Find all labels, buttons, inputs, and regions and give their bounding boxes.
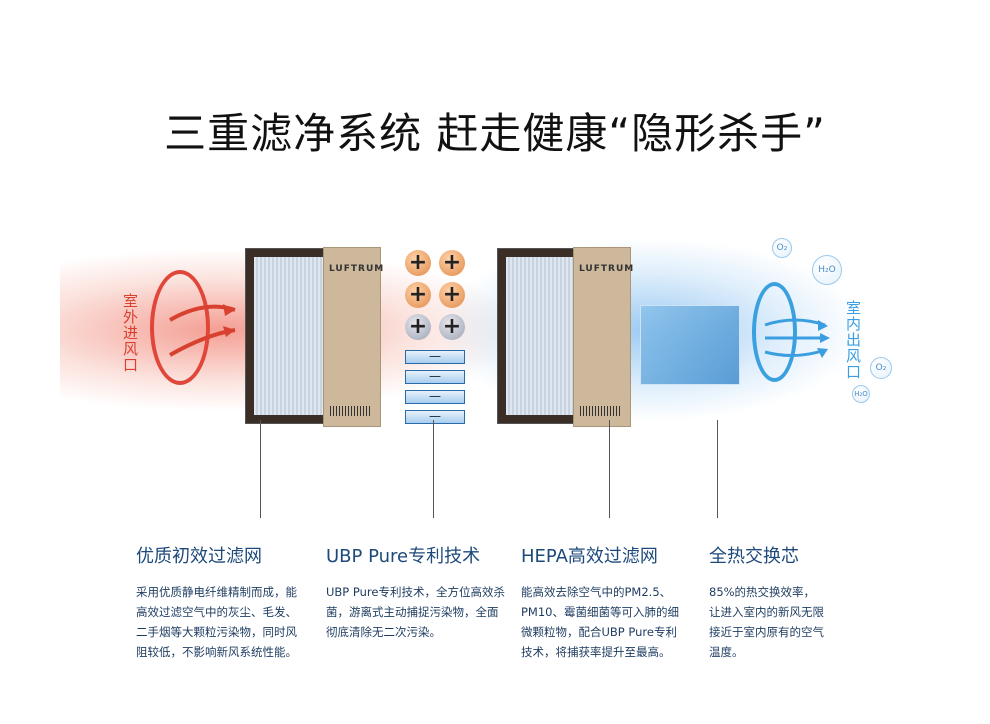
minus-plate-icon: — xyxy=(405,350,465,364)
feature-ubp-pure: UBP Pure专利技术 UBP Pure专利技术，全方位高效杀菌，游离式主动捕… xyxy=(326,542,506,642)
hepa-filter: LUFTRUM xyxy=(497,247,635,427)
water-bubble-icon: H₂O xyxy=(812,255,842,285)
outlet-ring-icon xyxy=(752,282,797,382)
minus-plate-icon: — xyxy=(405,370,465,384)
callout-line xyxy=(260,420,261,518)
feature-heading: UBP Pure专利技术 xyxy=(326,546,481,567)
feature-hepa-filter: HEPA高效过滤网 能高效去除空气中的PM2.5、PM10、霉菌细菌等可入肺的细… xyxy=(521,542,686,662)
filter-brand: LUFTRUM xyxy=(329,264,385,274)
plus-ion-icon: + xyxy=(405,282,431,308)
outlet-arrows-icon xyxy=(764,318,830,358)
oxygen-bubble-icon: O₂ xyxy=(772,238,792,258)
feature-primary-filter: 优质初效过滤网 采用优质静电纤维精制而成，能高效过滤空气中的灰尘、毛发、二手烟等… xyxy=(136,542,301,662)
minus-plate-icon: — xyxy=(405,410,465,424)
plus-ion-icon: + xyxy=(439,282,465,308)
outdoor-intake-label: 室外进风口 xyxy=(121,293,139,373)
primary-filter: LUFTRUM xyxy=(245,247,385,427)
feature-description: 85%的热交换效率，让进入室内的新风无限接近于室内原有的空气温度。 xyxy=(709,585,824,659)
page-title: 三重滤净系统 赶走健康“隐形杀手” xyxy=(164,109,826,158)
filter-brand: LUFTRUM xyxy=(579,264,635,274)
callout-line xyxy=(609,420,610,518)
minus-plate-icon: — xyxy=(405,390,465,404)
ion-minus-group: — — — — xyxy=(405,350,465,424)
plus-ion-icon: + xyxy=(405,250,431,276)
feature-heat-exchange: 全热交换芯 85%的热交换效率，让进入室内的新风无限接近于室内原有的空气温度。 xyxy=(709,542,824,662)
feature-description: UBP Pure专利技术，全方位高效杀菌，游离式主动捕捉污染物，全面彻底清除无二… xyxy=(326,585,505,639)
feature-description: 采用优质静电纤维精制而成，能高效过滤空气中的灰尘、毛发、二手烟等大颗粒污染物，同… xyxy=(136,585,297,659)
plus-ion-icon: + xyxy=(405,314,431,340)
plus-ion-icon: + xyxy=(439,250,465,276)
ion-plus-group: + + + + + + xyxy=(405,250,467,340)
oxygen-bubble-icon: O₂ xyxy=(870,357,892,379)
feature-heading: HEPA高效过滤网 xyxy=(521,546,658,567)
callout-line xyxy=(433,420,434,518)
water-bubble-icon: H₂O xyxy=(852,385,870,403)
feature-heading: 全热交换芯 xyxy=(709,546,799,567)
indoor-outlet-label: 室内出风口 xyxy=(844,300,862,380)
intake-ring-icon xyxy=(150,270,210,385)
feature-description: 能高效去除空气中的PM2.5、PM10、霉菌细菌等可入肺的细微颗粒物，配合UBP… xyxy=(521,585,679,659)
heat-exchange-core xyxy=(640,305,740,385)
plus-ion-icon: + xyxy=(439,314,465,340)
feature-heading: 优质初效过滤网 xyxy=(136,546,262,567)
intake-arrows-icon xyxy=(169,304,236,357)
callout-line xyxy=(717,420,718,518)
